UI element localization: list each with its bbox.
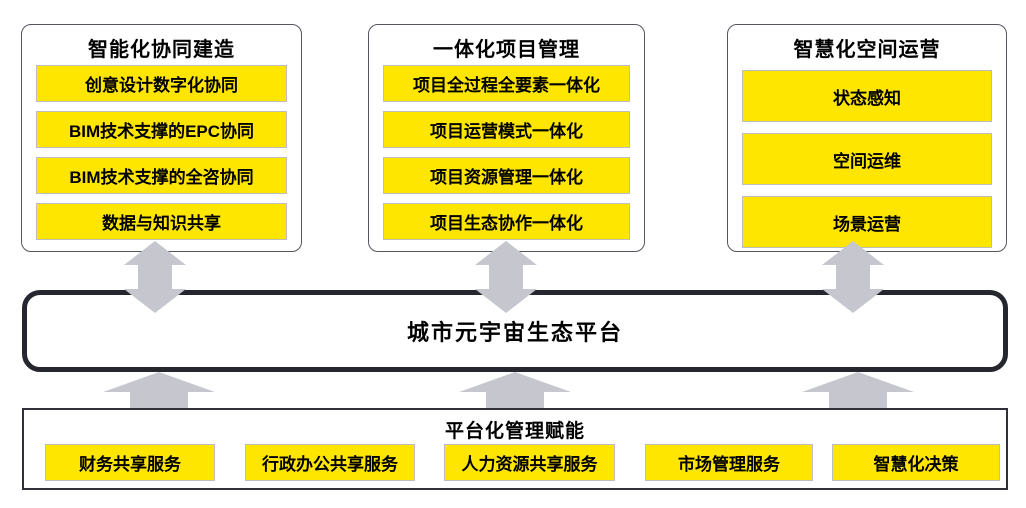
group-items: 项目全过程全要素一体化 项目运营模式一体化 项目资源管理一体化 项目生态协作一体…: [369, 62, 644, 240]
feature-item: BIM技术支撑的全咨协同: [36, 157, 287, 194]
service-item: 人力资源共享服务: [444, 444, 615, 481]
service-item: 财务共享服务: [45, 444, 215, 481]
up-arrow-icon: [459, 372, 571, 408]
feature-item: 项目运营模式一体化: [383, 111, 630, 148]
group-title: 智能化协同建造: [88, 38, 235, 61]
service-item: 市场管理服务: [645, 444, 813, 481]
feature-item: 场景运营: [742, 196, 992, 248]
up-down-arrow-icon: [822, 241, 884, 313]
group-title: 一体化项目管理: [433, 38, 580, 61]
up-arrow-icon: [103, 372, 215, 408]
service-item: 行政办公共享服务: [245, 444, 415, 481]
feature-item: 项目生态协作一体化: [383, 203, 630, 240]
group-box-platform-management-empowerment: 平台化管理赋能 财务共享服务 行政办公共享服务 人力资源共享服务 市场管理服务 …: [22, 408, 1008, 490]
group-items: 状态感知 空间运维 场景运营: [728, 62, 1006, 248]
group-box-smart-space-operation: 智慧化空间运营 状态感知 空间运维 场景运营: [727, 24, 1007, 252]
up-arrow-icon: [802, 372, 914, 408]
feature-item: 空间运维: [742, 133, 992, 185]
feature-item: 创意设计数字化协同: [36, 65, 287, 102]
feature-item: BIM技术支撑的EPC协同: [36, 111, 287, 148]
up-down-arrow-icon: [124, 241, 186, 313]
feature-item: 项目全过程全要素一体化: [383, 65, 630, 102]
up-down-arrow-icon: [475, 241, 537, 313]
group-box-integrated-project-management: 一体化项目管理 项目全过程全要素一体化 项目运营模式一体化 项目资源管理一体化 …: [368, 24, 645, 252]
group-title: 智慧化空间运营: [793, 38, 941, 61]
group-items: 创意设计数字化协同 BIM技术支撑的EPC协同 BIM技术支撑的全咨协同 数据与…: [22, 62, 301, 240]
feature-item: 项目资源管理一体化: [383, 157, 630, 194]
platform-bar-label: 城市元宇宙生态平台: [406, 320, 623, 345]
feature-item: 状态感知: [742, 70, 992, 122]
service-item: 智慧化决策: [832, 444, 1000, 481]
platform-bar: 城市元宇宙生态平台: [22, 290, 1008, 372]
group-title: 平台化管理赋能: [444, 421, 585, 442]
group-box-intelligent-collaborative-construction: 智能化协同建造 创意设计数字化协同 BIM技术支撑的EPC协同 BIM技术支撑的…: [21, 24, 302, 252]
feature-item: 数据与知识共享: [36, 203, 287, 240]
